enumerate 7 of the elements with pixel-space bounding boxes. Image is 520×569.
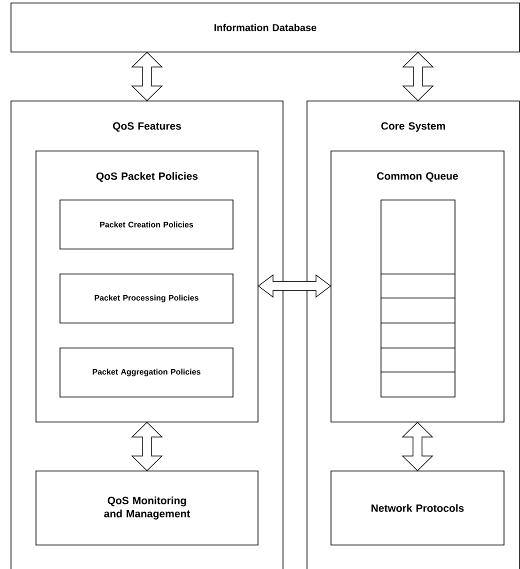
process-box: Network Protocols [330,470,504,546]
process-box: Packet Processing Policies [60,274,234,324]
group-box: Common Queue [330,150,504,422]
process-box: Packet Aggregation Policies [60,348,234,398]
process-box: Packet Creation Policies [60,200,234,250]
process-box: Information Database [10,2,520,52]
process-box: QoS Monitoring and Management [36,470,258,546]
